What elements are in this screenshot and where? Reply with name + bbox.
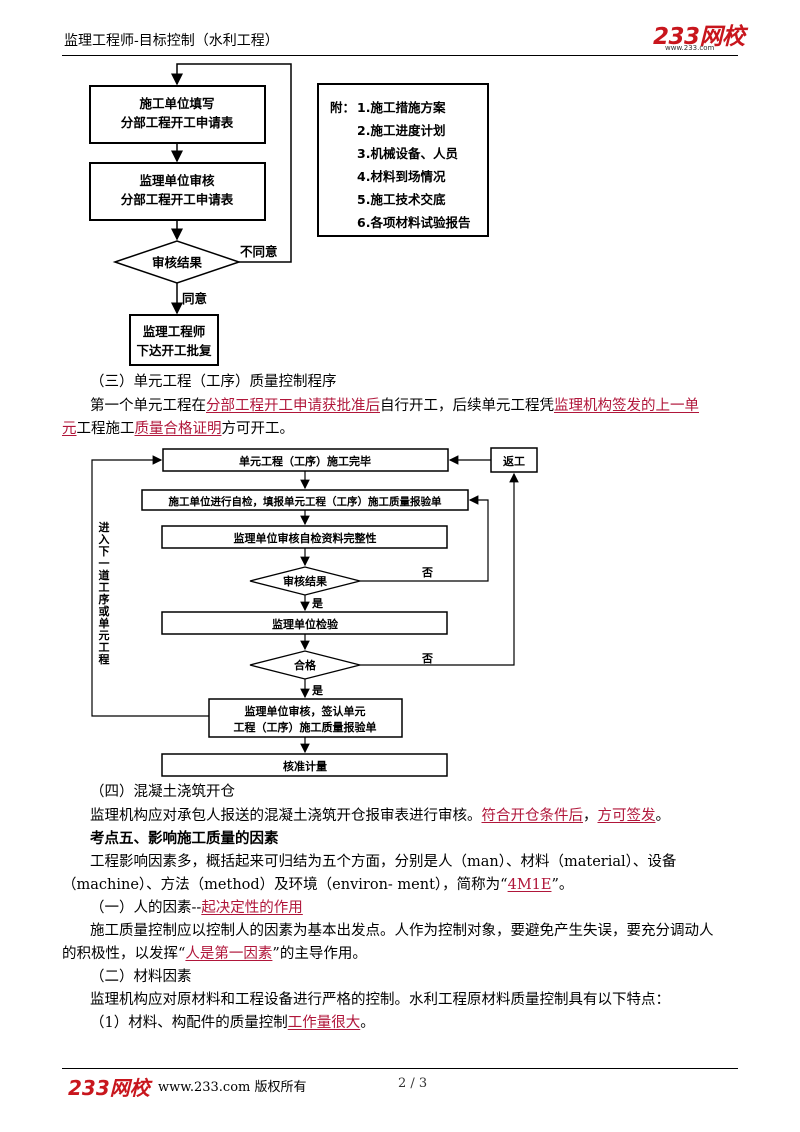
- flow2-b6-label: 核准计量: [283, 759, 327, 773]
- sec5-sub1-paragraph-line2: 的积极性，以发挥“人是第一因素”的主导作用。: [62, 946, 367, 962]
- sec4-heading: （四）混凝土浇筑开仓: [90, 784, 235, 800]
- svg-text:或: 或: [99, 604, 110, 618]
- footer-copyright: www.233.com 版权所有: [158, 1080, 307, 1095]
- flow2-box-measure: [161, 753, 448, 777]
- flow1-attach-item: 2.施工进度计划: [357, 123, 445, 138]
- flow2-yes2-label: 是: [311, 684, 324, 697]
- flow2-box-finished: [162, 448, 449, 472]
- flow2-b1-label: 单元工程（工序）施工完毕: [239, 454, 371, 468]
- flow1-box-review: [89, 162, 266, 221]
- footer-logo[interactable]: 233网校: [68, 1076, 150, 1100]
- flow1-attach-item: 6.各项材料试验报告: [357, 215, 471, 230]
- sec5-paragraph-line1: 工程影响因素多，概括起来可归结为五个方面，分别是人（man）、材料（materi…: [90, 854, 677, 870]
- flow2-no2-label: 否: [421, 652, 433, 665]
- flow1-attach-item: 5.施工技术交底: [357, 192, 446, 207]
- sec4-paragraph: 监理机构应对承包人报送的混凝土浇筑开仓报审表进行审核。符合开仓条件后，方可签发。: [90, 808, 670, 824]
- flow1-box-approval: [129, 314, 219, 366]
- flow1-disagree-label: 不同意: [240, 244, 278, 259]
- svg-text:序: 序: [99, 592, 110, 606]
- flow2-b5-line1: 监理单位审核，签认单元: [245, 704, 366, 718]
- sec5-sub1-heading: （一）人的因素--起决定性的作用: [90, 900, 303, 916]
- flowchart-subproject-start: 施工单位填写 分部工程开工申请表 监理单位审核 分部工程开工申请表 审核结果 不…: [89, 63, 489, 366]
- svg-text:元: 元: [99, 629, 110, 642]
- flow2-d1-label: 审核结果: [283, 574, 327, 588]
- flow2-no1-label: 否: [421, 566, 433, 579]
- flow2-b2-label: 施工单位进行自检，填报单元工程（工序）施工质量报验单: [169, 495, 442, 508]
- flow1-attachment-box: [317, 83, 489, 237]
- sec5-sub2-paragraph: 监理机构应对原材料和工程设备进行严格的控制。水利工程原材料质量控制具有以下特点：: [90, 992, 670, 1008]
- flow2-decision-review: [249, 566, 361, 596]
- svg-text:下: 下: [99, 545, 110, 558]
- page-number: 2 / 3: [398, 1076, 428, 1091]
- flow2-b3-label: 监理单位审核自检资料完整性: [234, 531, 377, 545]
- flow1-box1-line2: 分部工程开工申请表: [121, 115, 234, 130]
- sec5-paragraph-line2: （machine）、方法（method）及环境（environ- ment），简…: [62, 877, 574, 893]
- flow2-side-label: 进 入 下 一 道 工 序 或 单 元 工 程: [99, 520, 110, 666]
- sec3-paragraph-line1: 第一个单元工程在分部工程开工申请获批准后自行开工，后续单元工程凭监理机构签发的上…: [90, 398, 699, 414]
- sec5-sub2-item1: （1）材料、构配件的质量控制工作量很大。: [90, 1015, 375, 1031]
- svg-text:入: 入: [99, 533, 110, 546]
- flow1-box1-line1: 施工单位填写: [139, 96, 214, 111]
- sec3-paragraph-line2: 元工程施工质量合格证明方可开工。: [62, 421, 294, 437]
- flow1-box3-line1: 监理工程师: [143, 324, 206, 339]
- sec5-sub2-heading: （二）材料因素: [90, 969, 192, 985]
- sec5-heading: 考点五、影响施工质量的因素: [90, 831, 279, 847]
- flow1-box-fill-form: [89, 85, 266, 144]
- svg-text:工: 工: [99, 581, 110, 594]
- flow1-decision-label: 审核结果: [152, 255, 203, 270]
- flow2-box-rework: [490, 447, 538, 473]
- flow1-box2-line2: 分部工程开工申请表: [121, 192, 234, 207]
- flow1-attach-item: 4.材料到场情况: [357, 169, 446, 184]
- sec5-sub1-paragraph-line1: 施工质量控制应以控制人的因素为基本出发点。人作为控制对象，要避免产生失误，要充分…: [90, 923, 714, 939]
- flow2-box-selfcheck: [141, 489, 469, 511]
- flow1-agree-label: 同意: [182, 291, 207, 306]
- flow1-attach-head: 附：: [330, 100, 355, 115]
- flow1-attach-item: 1.施工措施方案: [357, 100, 446, 115]
- header-title: 监理工程师-目标控制（水利工程）: [64, 33, 279, 49]
- svg-text:进: 进: [99, 520, 110, 534]
- flow2-box-inspection: [161, 611, 448, 635]
- svg-text:工: 工: [99, 641, 110, 654]
- flow2-b5-line2: 工程（工序）施工质量报验单: [234, 720, 377, 734]
- flow2-yes1-label: 是: [311, 597, 324, 610]
- flow1-box3-line2: 下达开工批复: [136, 343, 212, 358]
- svg-text:程: 程: [99, 652, 110, 666]
- flow2-rework-label: 返工: [503, 454, 525, 468]
- brand-logo-url: www.233.com: [665, 44, 715, 52]
- flow1-attach-item: 3.机械设备、人员: [357, 146, 458, 161]
- flow1-box2-line1: 监理单位审核: [139, 173, 215, 188]
- flow2-b4-label: 监理单位检验: [272, 617, 339, 631]
- brand-logo[interactable]: 233网校: [653, 24, 745, 50]
- svg-text:一: 一: [99, 557, 110, 570]
- flow2-box-docreview: [161, 525, 448, 549]
- sec3-heading: （三）单元工程（工序）质量控制程序: [90, 374, 337, 390]
- footer-rule: [62, 1068, 738, 1069]
- flow2-d2-label: 合格: [294, 658, 317, 672]
- svg-text:单: 单: [99, 616, 110, 630]
- flow2-box-signoff: [208, 698, 403, 738]
- flow2-decision-pass: [249, 650, 361, 680]
- header-rule: [62, 55, 738, 56]
- svg-text:道: 道: [99, 568, 110, 582]
